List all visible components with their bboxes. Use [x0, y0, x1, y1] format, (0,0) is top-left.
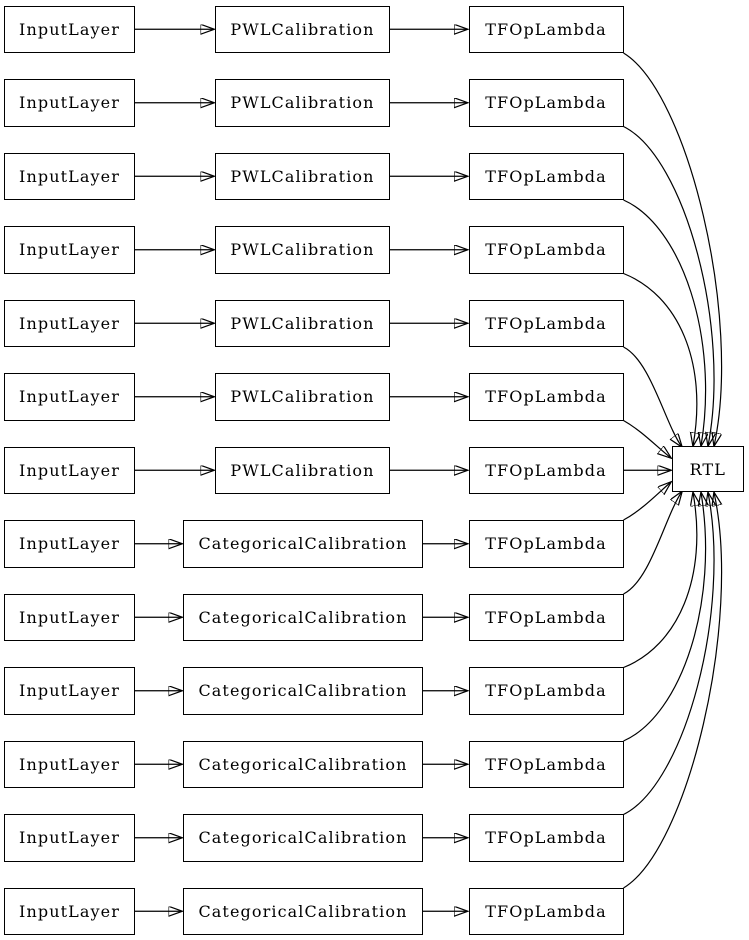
node-input-layer: InputLayer	[4, 79, 135, 127]
node-categorical-calibration: CategoricalCalibration	[183, 593, 423, 641]
edge-lambda-to-rtl	[623, 272, 697, 447]
node-tfop-lambda: TFOpLambda	[468, 373, 624, 421]
node-categorical-calibration: CategoricalCalibration	[183, 667, 423, 715]
edge-lambda-to-rtl	[623, 125, 715, 447]
node-rtl: RTL	[672, 446, 744, 492]
node-tfop-lambda: TFOpLambda	[468, 152, 624, 200]
node-categorical-calibration: CategoricalCalibration	[183, 814, 423, 862]
edge-lambda-to-rtl	[623, 199, 706, 446]
node-tfop-lambda: TFOpLambda	[468, 814, 624, 862]
node-categorical-calibration: CategoricalCalibration	[183, 887, 423, 935]
edge-lambda-to-rtl	[623, 493, 715, 816]
edge-lambda-to-rtl	[623, 492, 683, 595]
node-tfop-lambda: TFOpLambda	[468, 667, 624, 715]
node-tfop-lambda: TFOpLambda	[468, 887, 624, 935]
node-tfop-lambda: TFOpLambda	[468, 79, 624, 127]
node-pwl-calibration: PWLCalibration	[215, 79, 390, 127]
node-tfop-lambda: TFOpLambda	[468, 5, 624, 53]
node-input-layer: InputLayer	[4, 520, 135, 568]
node-pwl-calibration: PWLCalibration	[215, 226, 390, 274]
node-input-layer: InputLayer	[4, 299, 135, 347]
node-pwl-calibration: PWLCalibration	[215, 5, 390, 53]
edge-lambda-to-rtl	[623, 482, 672, 521]
edges-group	[135, 29, 722, 911]
node-input-layer: InputLayer	[4, 226, 135, 274]
edge-lambda-to-rtl	[623, 493, 706, 742]
edge-lambda-to-rtl	[623, 493, 722, 889]
node-input-layer: InputLayer	[4, 740, 135, 788]
node-pwl-calibration: PWLCalibration	[215, 152, 390, 200]
node-input-layer: InputLayer	[4, 814, 135, 862]
node-pwl-calibration: PWLCalibration	[215, 373, 390, 421]
node-tfop-lambda: TFOpLambda	[468, 226, 624, 274]
node-input-layer: InputLayer	[4, 5, 135, 53]
edge-lambda-to-rtl	[623, 346, 683, 447]
node-input-layer: InputLayer	[4, 446, 135, 494]
node-input-layer: InputLayer	[4, 593, 135, 641]
edge-lambda-to-rtl	[623, 493, 697, 669]
edge-lambda-to-rtl	[623, 52, 723, 446]
node-tfop-lambda: TFOpLambda	[468, 299, 624, 347]
node-input-layer: InputLayer	[4, 152, 135, 200]
edge-lambda-to-rtl	[623, 419, 672, 459]
node-tfop-lambda: TFOpLambda	[468, 520, 624, 568]
node-pwl-calibration: PWLCalibration	[215, 446, 390, 494]
node-tfop-lambda: TFOpLambda	[468, 740, 624, 788]
node-input-layer: InputLayer	[4, 373, 135, 421]
node-input-layer: InputLayer	[4, 887, 135, 935]
node-pwl-calibration: PWLCalibration	[215, 299, 390, 347]
node-tfop-lambda: TFOpLambda	[468, 593, 624, 641]
node-categorical-calibration: CategoricalCalibration	[183, 520, 423, 568]
node-input-layer: InputLayer	[4, 667, 135, 715]
node-tfop-lambda: TFOpLambda	[468, 446, 624, 494]
node-categorical-calibration: CategoricalCalibration	[183, 740, 423, 788]
